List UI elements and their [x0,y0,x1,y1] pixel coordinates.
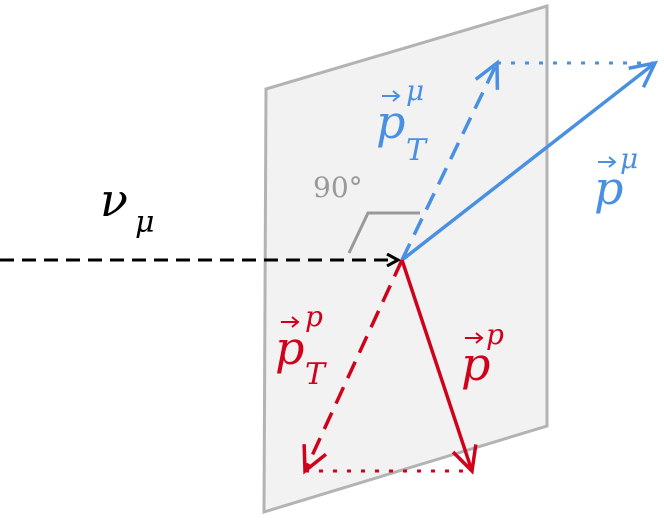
muon-transverse-arrow [400,59,500,261]
muon-momentum-arrow [400,60,659,262]
angle-label: 90° [313,171,363,204]
vector-arrow-icon [382,90,401,102]
proton-momentum-label: p p [461,318,504,391]
svg-text:μ: μ [135,205,155,240]
vector-arrow-icon [281,316,300,328]
svg-text:p: p [376,95,405,149]
svg-text:p: p [594,161,623,215]
muon-momentum-label: p μ [594,142,638,215]
svg-text:p: p [275,321,304,375]
right-angle-marker [347,211,420,254]
svg-text:p: p [461,337,490,391]
muon-transverse-label: p μ T [376,74,428,168]
svg-text:μ: μ [620,142,638,175]
neutrino-label: ν μ [100,173,155,240]
proton-transverse-arrow [302,259,404,475]
vector-arrow-icon [598,156,617,168]
proton-transverse-label: p p T [275,300,327,392]
svg-text:p: p [486,318,504,351]
vector-arrow-icon [465,332,484,344]
svg-text:ν: ν [100,173,128,227]
svg-text:μ: μ [406,74,424,107]
svg-text:T: T [406,133,428,168]
svg-text:p: p [305,300,323,333]
svg-text:T: T [305,357,327,392]
proton-momentum-arrow [400,259,478,475]
